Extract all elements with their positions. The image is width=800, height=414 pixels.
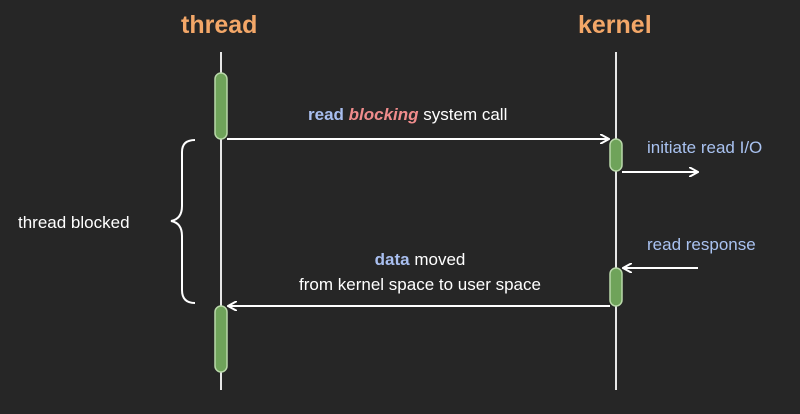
- read-response-label: read response: [647, 235, 756, 254]
- thread-activation-bottom: [214, 305, 228, 373]
- thread-activation-top: [214, 72, 228, 140]
- thread-blocked-label: thread blocked: [18, 213, 130, 232]
- read-call-label: read blocking system call: [308, 105, 507, 125]
- system-call-text: system call: [418, 105, 508, 124]
- read-keyword: read: [308, 105, 344, 124]
- data-moved-line1: data moved: [270, 247, 570, 272]
- kernel-header: kernel: [578, 11, 652, 39]
- blocked-brace: [170, 139, 196, 304]
- kernel-activation-bottom: [609, 267, 623, 307]
- data-keyword: data: [374, 250, 410, 269]
- data-moved-line2: from kernel space to user space: [299, 275, 541, 294]
- kernel-activation-top: [609, 138, 623, 172]
- moved-text: moved: [409, 250, 466, 269]
- data-moved-label: data moved from kernel space to user spa…: [270, 247, 570, 297]
- initiate-io-label: initiate read I/O: [647, 138, 763, 157]
- thread-header: thread: [181, 11, 258, 39]
- blocking-keyword: blocking: [348, 105, 419, 124]
